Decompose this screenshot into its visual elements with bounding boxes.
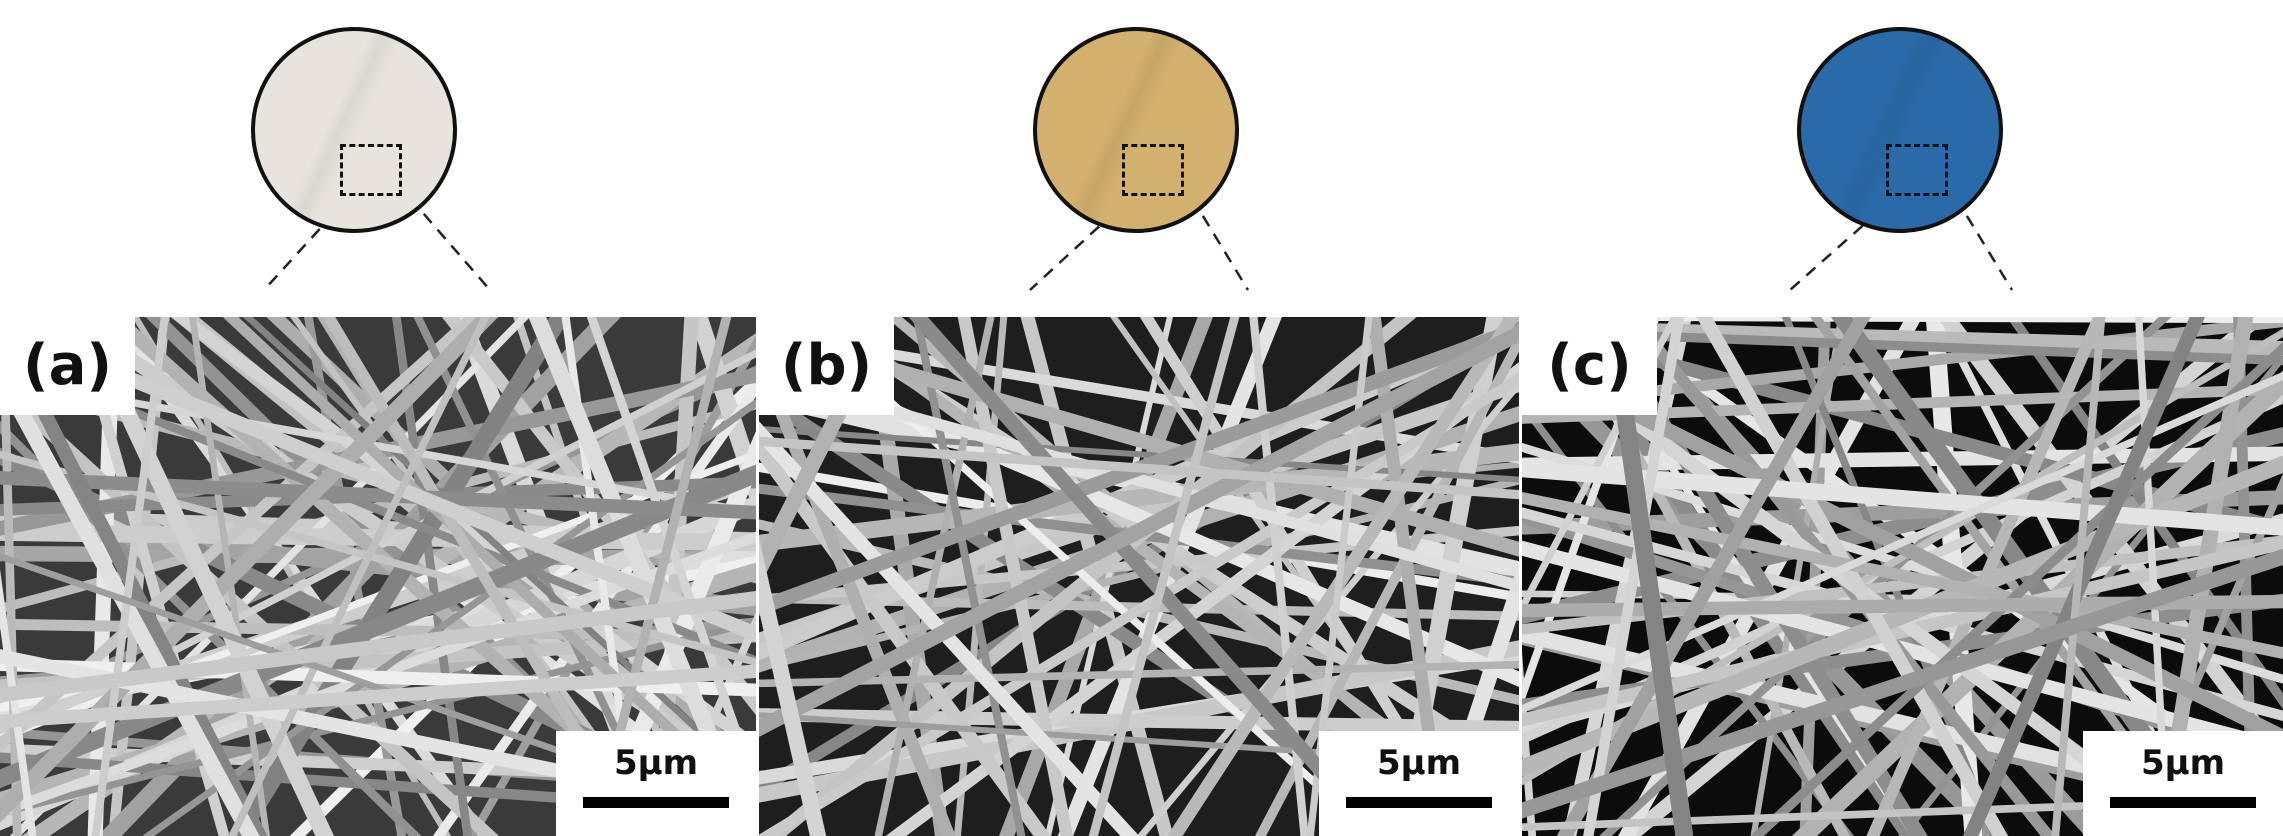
zoom-region-box bbox=[1122, 144, 1184, 196]
fiber bbox=[1167, 317, 1519, 836]
fiber bbox=[1249, 317, 1309, 836]
fiber bbox=[759, 443, 1519, 552]
zoom-region-box bbox=[1886, 144, 1948, 196]
fiber bbox=[759, 421, 1140, 836]
sem-panel-c: (c) 5μm bbox=[1522, 317, 2283, 836]
fiber bbox=[1522, 535, 2283, 635]
scale-bar-text: 5μm bbox=[613, 743, 699, 783]
scale-bar: 5μm bbox=[1319, 731, 1519, 836]
fiber bbox=[908, 317, 1389, 836]
sample-photo-c bbox=[1797, 27, 2003, 233]
fiber bbox=[1962, 317, 2205, 836]
panel-label: (b) bbox=[759, 317, 894, 415]
scale-bar-text: 5μm bbox=[1376, 743, 1462, 783]
sem-fiber-image bbox=[759, 317, 1519, 836]
fiber bbox=[1088, 317, 1240, 836]
scale-bar: 5μm bbox=[2083, 731, 2283, 836]
fiber bbox=[0, 317, 499, 823]
sample-photo-a bbox=[251, 27, 457, 233]
fiber bbox=[2051, 317, 2106, 836]
fiber bbox=[759, 537, 827, 836]
fiber bbox=[1522, 371, 2283, 714]
zoom-region-box bbox=[340, 144, 402, 196]
scale-bar-line bbox=[2110, 797, 2256, 808]
sem-panel-b: (b) 5μm bbox=[759, 317, 1519, 836]
fiber bbox=[0, 664, 756, 729]
fiber bbox=[1136, 378, 1519, 836]
scale-bar-line bbox=[1346, 797, 1492, 808]
fiber bbox=[1556, 317, 1871, 836]
fiber bbox=[759, 708, 1519, 735]
fiber bbox=[689, 317, 756, 519]
fiber bbox=[1583, 317, 1685, 836]
panel-label: (c) bbox=[1522, 317, 1657, 415]
fiber bbox=[1522, 548, 2283, 819]
fiber bbox=[912, 317, 1026, 836]
fiber bbox=[0, 569, 37, 836]
panel-label: (a) bbox=[0, 317, 135, 415]
fiber bbox=[0, 317, 482, 753]
scale-bar-line bbox=[583, 797, 729, 808]
fiber bbox=[759, 436, 1519, 500]
fiber bbox=[1750, 317, 1845, 836]
fiber bbox=[0, 618, 756, 817]
fiber bbox=[1057, 317, 1282, 836]
sample-photo-b bbox=[1033, 27, 1239, 233]
fiber bbox=[759, 324, 1519, 737]
fiber bbox=[228, 317, 490, 836]
fiber bbox=[1522, 536, 2283, 727]
fiber bbox=[1749, 341, 2283, 836]
sem-panel-a: (a) 5μm bbox=[0, 317, 756, 836]
fiber bbox=[1696, 317, 2009, 836]
scale-bar: 5μm bbox=[556, 731, 756, 836]
fiber bbox=[91, 317, 169, 836]
fiber bbox=[0, 470, 756, 520]
fiber bbox=[759, 372, 1519, 836]
fiber bbox=[0, 658, 756, 697]
fiber bbox=[764, 317, 1417, 836]
fiber bbox=[0, 591, 756, 703]
sem-fiber-image bbox=[0, 317, 756, 836]
scale-bar-text: 5μm bbox=[2140, 743, 2226, 783]
